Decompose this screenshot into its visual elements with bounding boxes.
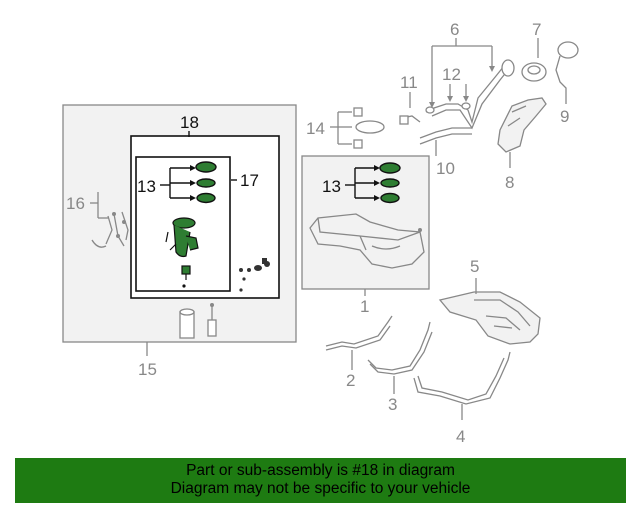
fuel-cap <box>521 62 547 82</box>
filler-housing <box>497 97 547 153</box>
tank-strap-2 <box>325 315 393 351</box>
callout-2[interactable]: 2 <box>346 371 355 390</box>
callout-4[interactable]: 4 <box>456 427 465 446</box>
callout-13-left-leaders <box>160 165 196 201</box>
banner-line-1: Part or sub-assembly is #18 in diagram <box>186 462 455 479</box>
filler-pipe <box>399 59 515 145</box>
callout-8[interactable]: 8 <box>505 173 514 192</box>
callout-13-left[interactable]: 13 <box>137 177 156 196</box>
vent-clip-parts <box>353 107 385 149</box>
callout-16-leaders <box>90 192 108 219</box>
callout-14-leaders <box>330 111 352 145</box>
callout-1[interactable]: 1 <box>360 297 369 316</box>
callout-14[interactable]: 14 <box>306 119 325 138</box>
info-banner: Part or sub-assembly is #18 in diagram D… <box>15 458 626 503</box>
tank-strap-4 <box>413 351 511 405</box>
heat-shield <box>438 291 541 345</box>
callout-6-leaders <box>429 38 495 108</box>
callout-11[interactable]: 11 <box>400 73 418 92</box>
pump-hardware-parts <box>239 258 270 292</box>
tank-seal-ring-bottom <box>380 192 400 204</box>
callout-13-right-leaders <box>345 165 380 201</box>
tank-seal-ring-middle <box>380 178 400 188</box>
callout-17[interactable]: 17 <box>240 171 259 190</box>
callout-5[interactable]: 5 <box>470 257 479 276</box>
callout-13-right[interactable]: 13 <box>322 177 341 196</box>
wire-harness <box>91 211 129 248</box>
callout-10[interactable]: 10 <box>436 159 455 178</box>
callout-12[interactable]: 12 <box>442 65 461 84</box>
fuel-tank <box>309 213 425 269</box>
callout-16[interactable]: 16 <box>66 194 85 213</box>
seal-ring-top <box>195 161 217 173</box>
pressure-regulator <box>207 303 217 337</box>
tank-seal-ring-top <box>379 162 401 174</box>
fuel-cap-tether <box>555 41 579 94</box>
fuel-filter <box>179 308 195 339</box>
seal-ring-bottom <box>196 192 216 204</box>
callout-18[interactable]: 18 <box>180 113 199 132</box>
callout-6[interactable]: 6 <box>450 20 459 39</box>
callout-9[interactable]: 9 <box>560 107 569 126</box>
callout-15[interactable]: 15 <box>138 360 157 379</box>
banner-line-2: Diagram may not be specific to your vehi… <box>170 480 471 497</box>
callout-3[interactable]: 3 <box>388 395 397 414</box>
callout-12-leaders <box>447 84 469 102</box>
callout-7[interactable]: 7 <box>532 20 541 39</box>
seal-ring-middle <box>196 178 216 188</box>
tank-strap-3 <box>367 321 433 375</box>
fuel-pump-module <box>165 217 199 288</box>
